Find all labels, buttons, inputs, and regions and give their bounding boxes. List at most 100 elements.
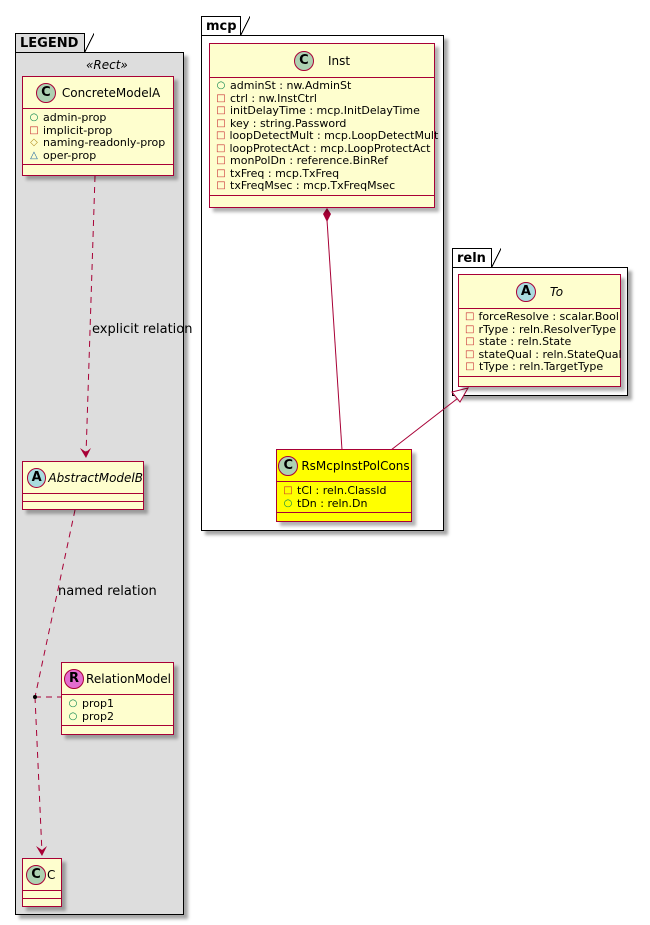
private-visibility-icon: □: [216, 167, 226, 179]
attribute-row: ○ tDn : reln.Dn: [283, 496, 405, 511]
attribute-row: □ ctrl : nw.InstCtrl: [216, 91, 428, 106]
composition-edge: [326, 219, 343, 451]
attribute-text: tCl : reln.ClassId: [297, 484, 387, 497]
class-rs-mcp-inst-pol-cons[interactable]: C RsMcpInstPolCons □tCl : reln.ClassId ○…: [276, 449, 412, 522]
abstract-class-icon: A: [515, 281, 536, 302]
attribute-row: □forceResolve : scalar.Bool: [465, 310, 619, 324]
private-visibility-icon: □: [283, 485, 293, 496]
inheritance-arrowhead: [451, 387, 470, 403]
class-inst[interactable]: C Inst ○ adminSt : nw.AdminSt □ ctrl : nw.…: [209, 43, 438, 208]
class-to[interactable]: A To □forceResolve : scalar.Bool □rType …: [458, 274, 622, 387]
attribute-row: ○ admin-prop: [29, 111, 167, 125]
class-icon: C: [293, 50, 314, 71]
attribute-text: tDn : reln.Dn: [297, 496, 368, 510]
class-name: C: [47, 867, 56, 882]
reln-package-tab: reln: [452, 247, 501, 268]
legend-package-title: LEGEND: [20, 36, 79, 51]
attribute-text: monPolDn : reference.BinRef: [230, 154, 388, 167]
legend-stereotype: «Rect»: [86, 58, 128, 72]
attribute-text: ctrl : nw.InstCtrl: [230, 91, 317, 105]
class-name: Inst: [327, 53, 351, 68]
attribute-row: □ monPolDn : reference.BinRef: [216, 154, 428, 168]
attribute-text: admin-prop: [43, 111, 107, 124]
class-name: RsMcpInstPolCons: [301, 458, 410, 473]
attribute-text: implicit-prop: [43, 123, 113, 137]
private-visibility-icon: □: [216, 92, 226, 104]
private-visibility-icon: □: [216, 142, 226, 154]
public-visibility-icon: ○: [283, 497, 293, 509]
class-name: RelationModel: [86, 671, 171, 686]
attribute-row: □stateQual : reln.StateQual: [465, 348, 622, 362]
explicit-relation-edge: [85, 175, 96, 456]
private-visibility-icon: □: [29, 124, 39, 136]
attribute-text: state : reln.State: [479, 335, 572, 348]
private-visibility-icon: □: [465, 348, 475, 360]
mcp-package-tab: mcp: [201, 15, 250, 36]
attribute-row: △ oper-prop: [29, 148, 167, 163]
attribute-row: □ txFreqMsec : mcp.TxFreqMsec: [216, 179, 428, 193]
attribute-text: loopDetectMult : mcp.LoopDetectMult: [229, 129, 439, 142]
attribute-text: loopProtectAct : mcp.LoopProtectAct: [229, 141, 431, 155]
attribute-row: □ initDelayTime : mcp.InitDelayTime: [216, 104, 428, 118]
public-visibility-icon: ○: [29, 112, 39, 123]
explicit-relation-arrowhead: [80, 448, 91, 458]
class-relation-model[interactable]: R RelationModel ○ prop1 ○ prop2: [61, 662, 174, 735]
attribute-row: □ tType : reln.TargetType: [465, 360, 614, 374]
attribute-text: tType : reln.TargetType: [479, 360, 604, 373]
package-visibility-icon: △: [30, 149, 38, 161]
attribute-text: oper-prop: [43, 148, 97, 162]
class-name: ConcreteModelA: [61, 85, 161, 100]
relation-class-icon: R: [64, 668, 85, 689]
composition-diamond: [323, 208, 331, 222]
protected-visibility-icon: ◇: [30, 137, 38, 148]
attribute-text: naming-readonly-prop: [43, 136, 166, 149]
attribute-text: prop2: [82, 709, 114, 723]
public-visibility-icon: ○: [68, 698, 78, 709]
attribute-row: ○ prop2: [68, 709, 167, 724]
attribute-text: stateQual : reln.StateQual: [478, 347, 622, 361]
attribute-text: forceResolve : scalar.Bool: [478, 310, 619, 323]
mcp-package-title: mcp: [206, 19, 237, 34]
private-visibility-icon: □: [216, 117, 226, 129]
class-c[interactable]: C C: [22, 858, 62, 907]
private-visibility-icon: □: [465, 311, 475, 322]
attribute-row: ○ prop1: [68, 697, 167, 711]
attribute-row: □loopDetectMult : mcp.LoopDetectMult: [216, 129, 438, 143]
attribute-row: ○ adminSt : nw.AdminSt: [216, 79, 428, 93]
private-visibility-icon: □: [216, 180, 226, 191]
attribute-row: □ txFreq : mcp.TxFreq: [216, 166, 428, 181]
attribute-row: □ implicit-prop: [29, 123, 167, 138]
class-abstract-model-b[interactable]: A AbstractModelB: [22, 461, 144, 510]
private-visibility-icon: □: [216, 130, 226, 141]
private-visibility-icon: □: [216, 105, 226, 116]
explicit-relation-label: explicit relation: [92, 322, 193, 337]
private-visibility-icon: □: [465, 336, 475, 347]
named-relation-edge-upper: [34, 509, 76, 698]
public-visibility-icon: ○: [68, 710, 78, 722]
class-name: To: [549, 284, 564, 299]
attribute-row: □ tCl : reln.ClassId: [283, 484, 405, 498]
class-icon: C: [26, 864, 46, 885]
attribute-text: initDelayTime : mcp.InitDelayTime: [230, 104, 420, 117]
attribute-text: txFreq : mcp.TxFreq: [230, 166, 340, 180]
attribute-text: adminSt : nw.AdminSt: [230, 79, 352, 92]
attribute-row: □ key : string.Password: [216, 116, 428, 131]
private-visibility-icon: □: [216, 155, 226, 166]
attribute-text: key : string.Password: [230, 116, 347, 130]
class-name: AbstractModelB: [48, 470, 143, 485]
private-visibility-icon: □: [465, 361, 475, 372]
relation-junction-dot: [33, 695, 37, 699]
class-concrete-model-a[interactable]: C ConcreteModelA ○admin-prop □implicit-p…: [22, 76, 174, 176]
public-visibility-icon: ○: [216, 80, 226, 91]
attribute-row: □rType : reln.ResolverType: [465, 323, 616, 337]
named-relation-arrowhead: [36, 846, 47, 856]
legend-package-tab: LEGEND: [15, 32, 94, 53]
reln-package-title: reln: [457, 251, 486, 266]
attribute-text: txFreqMsec : mcp.TxFreqMsec: [230, 179, 396, 192]
private-visibility-icon: □: [465, 323, 475, 335]
attribute-text: prop1: [82, 697, 114, 710]
attribute-row: ◇ naming-readonly-prop: [29, 136, 167, 150]
attribute-row: □loopProtectAct : mcp.LoopProtectAct: [216, 141, 431, 156]
named-relation-edge-lower: [34, 696, 43, 854]
